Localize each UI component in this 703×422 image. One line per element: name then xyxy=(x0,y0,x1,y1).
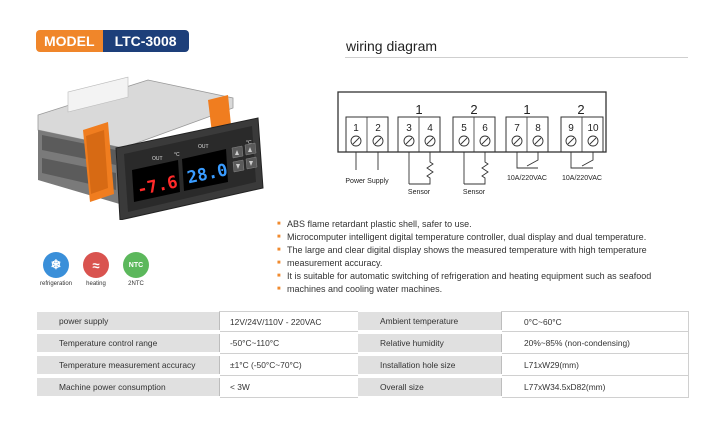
terminal-2: 2 xyxy=(375,123,381,134)
terminal-10: 10 xyxy=(587,123,599,134)
terminal-5: 5 xyxy=(461,123,467,134)
snowflake-icon: ❄ xyxy=(43,252,69,278)
terminal-3: 3 xyxy=(406,123,412,134)
terminal-8: 8 xyxy=(535,123,541,134)
table-row: power supply 12V/24V/110V - 220VAC Ambie… xyxy=(37,311,689,334)
spec-value: -50°C~110°C xyxy=(219,331,358,354)
terminal-1: 1 xyxy=(353,123,359,134)
spec-key: Temperature control range xyxy=(37,331,220,356)
spec-value: 0°C~60°C xyxy=(501,311,689,332)
relay-2-label: 10A/220VAC xyxy=(562,175,602,182)
bullet-item: ABS flame retardant plastic shell, safer… xyxy=(277,218,697,231)
spec-table: power supply 12V/24V/110V - 220VAC Ambie… xyxy=(37,311,689,400)
thermostat-device-image: -7.6 28.0 OUT OUT °C °C xyxy=(37,76,264,220)
terminal-9: 9 xyxy=(568,123,574,134)
spec-value: L77xW34.5xD82(mm) xyxy=(501,375,689,398)
out2-label: OUT xyxy=(198,144,209,150)
heat-waves-icon: ≈ xyxy=(83,252,109,278)
bullet-item: The large and clear digital display show… xyxy=(277,244,697,257)
table-row: Temperature control range -50°C~110°C Re… xyxy=(37,331,689,356)
spec-key: Relative humidity xyxy=(358,331,502,356)
model-badge: MODEL LTC-3008 xyxy=(36,30,189,52)
table-row: Machine power consumption < 3W Overall s… xyxy=(37,375,689,400)
model-value: LTC-3008 xyxy=(102,30,189,52)
bullet-item: Microcomputer intelligent digital temper… xyxy=(277,231,697,244)
bullet-item: It is suitable for automatic switching o… xyxy=(277,270,697,283)
bullet-item: measurement accuracy. xyxy=(277,257,697,270)
group-label-1: 1 xyxy=(415,102,422,117)
feature-heating: ≈ heating xyxy=(71,252,121,287)
feature-label: heating xyxy=(86,281,106,287)
spec-key: Temperature measurement accuracy xyxy=(37,353,220,378)
terminal-4: 4 xyxy=(427,123,433,134)
group-label-4: 2 xyxy=(577,102,584,117)
spec-key: Installation hole size xyxy=(358,353,502,378)
feature-refrigeration: ❄ refrigeration xyxy=(31,252,81,287)
sensor-1-label: Sensor xyxy=(408,189,431,196)
title-underline xyxy=(345,57,688,58)
terminal-7: 7 xyxy=(514,123,520,134)
model-label: MODEL xyxy=(36,30,103,52)
group-label-2: 2 xyxy=(470,102,477,117)
spec-key: Machine power consumption xyxy=(37,375,220,400)
sensor-2-label: Sensor xyxy=(463,189,486,196)
relay-1-label: 10A/220VAC xyxy=(507,175,547,182)
group-label-3: 1 xyxy=(523,102,530,117)
power-supply-label: Power Supply xyxy=(345,178,389,185)
spec-value: 20%~85% (non-condensing) xyxy=(501,331,689,354)
feature-bullet-list: ABS flame retardant plastic shell, safer… xyxy=(277,218,697,296)
wiring-diagram-title: wiring diagram xyxy=(346,38,438,54)
feature-label: 2NTC xyxy=(128,281,144,287)
spec-value: L71xW29(mm) xyxy=(501,353,689,376)
spec-key: power supply xyxy=(37,311,220,334)
out1-label: OUT xyxy=(152,156,163,162)
spec-value: ±1°C (-50°C~70°C) xyxy=(219,353,358,376)
wiring-diagram: 1 2 1 2 1 2 3 4 5 6 7 8 9 10 xyxy=(337,91,607,196)
terminal-6: 6 xyxy=(482,123,488,134)
spec-key: Overall size xyxy=(358,375,502,400)
feature-label: refrigeration xyxy=(39,281,72,287)
unit2-label: °C xyxy=(246,140,252,146)
table-row: Temperature measurement accuracy ±1°C (-… xyxy=(37,353,689,378)
unit1-label: °C xyxy=(174,152,180,158)
spec-value: 12V/24V/110V - 220VAC xyxy=(219,311,358,332)
spec-key: Ambient temperature xyxy=(358,311,502,334)
ntc-sensor-icon: NTC xyxy=(123,252,149,278)
feature-2ntc: NTC 2NTC xyxy=(111,252,161,287)
bullet-item: machines and cooling water machines. xyxy=(277,283,697,296)
spec-value: < 3W xyxy=(219,375,358,398)
